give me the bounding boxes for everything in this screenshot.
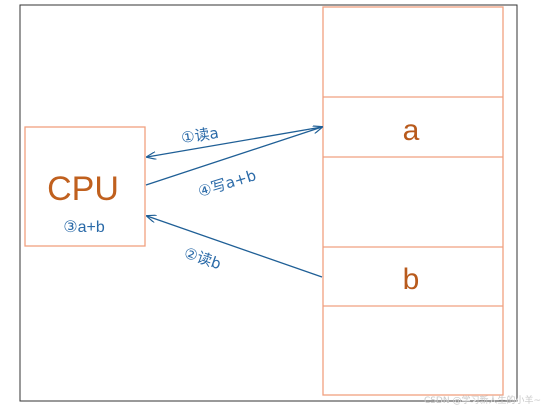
memory-column bbox=[322, 6, 504, 396]
outer-frame bbox=[19, 4, 518, 402]
arrow-read-b bbox=[147, 216, 323, 278]
cpu-box bbox=[24, 126, 146, 247]
arrow-write-result bbox=[145, 127, 322, 186]
label-read-b: ②读b bbox=[182, 244, 224, 273]
memory-cell-a: a bbox=[403, 114, 420, 147]
label-read-a: ①读a bbox=[180, 124, 220, 147]
memory-cell-b: b bbox=[403, 263, 420, 296]
watermark: CSDN @学习新人生的小羊~ bbox=[423, 396, 541, 406]
label-write-result: ④写a+b bbox=[196, 166, 258, 201]
cpu-title: CPU bbox=[47, 170, 119, 208]
cpu-operation: ③a+b bbox=[63, 219, 105, 236]
arrow-read-a bbox=[147, 126, 323, 157]
